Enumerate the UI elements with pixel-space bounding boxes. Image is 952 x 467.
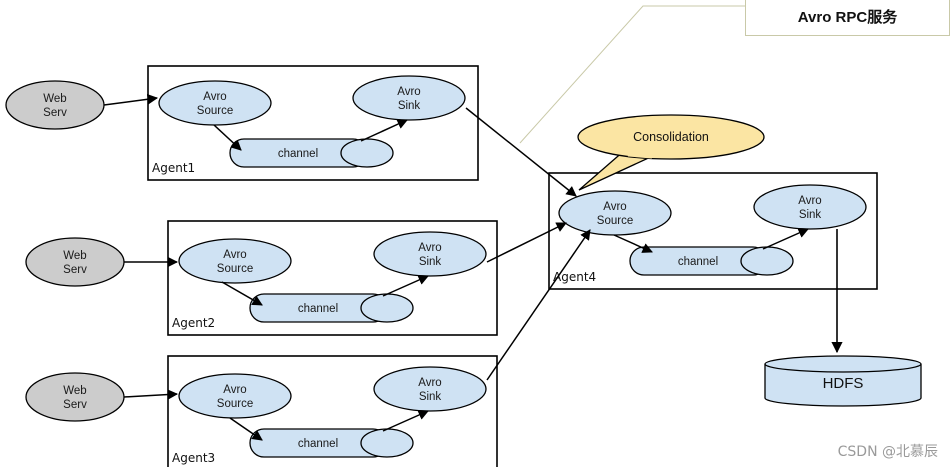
hdfs-storage xyxy=(764,355,922,407)
agent3-sink-line1: Avro xyxy=(418,377,441,389)
web-server-1-line2: Serv xyxy=(43,107,67,119)
agent1-channel-label: channel xyxy=(278,148,318,160)
agent2-sink-line2: Sink xyxy=(419,256,442,268)
web-server-1-node xyxy=(5,80,105,130)
agent3-label: Agent3 xyxy=(172,451,215,465)
agent1-source-line2: Source xyxy=(197,105,233,117)
agent2-source-line1: Avro xyxy=(223,249,246,261)
agent2-sink-node xyxy=(373,231,487,277)
web-server-2-line2: Serv xyxy=(63,264,87,276)
agent4-sink-line2: Sink xyxy=(799,209,822,221)
agent1-source-line1: Avro xyxy=(203,91,226,103)
web-server-3-line1: Web xyxy=(63,385,86,397)
agent1-label: Agent1 xyxy=(152,161,195,175)
agent4-source-line1: Avro xyxy=(603,201,626,213)
agent1-sink-node xyxy=(352,75,466,121)
agent4-source-line2: Source xyxy=(597,215,633,227)
avro-rpc-service-box: Avro RPC服务 xyxy=(745,0,950,36)
agent1-group: Agent1 Web Serv Avro Source Avro Sink ch… xyxy=(5,65,479,181)
agent1-sink-line2: Sink xyxy=(398,100,421,112)
agent3-channel xyxy=(249,428,414,458)
arrow-source3-to-channel3 xyxy=(229,417,263,441)
arrow-source1-to-channel1 xyxy=(213,124,242,151)
web-server-3-line2: Serv xyxy=(63,399,87,411)
agent4-sink-node xyxy=(753,184,867,230)
agent1-source-node xyxy=(158,80,272,126)
arrow-source4-to-channel4 xyxy=(613,234,653,253)
arrow-channel1-to-sink1 xyxy=(360,119,408,142)
agent2-source-line2: Source xyxy=(217,263,253,275)
rpc-callout-leader xyxy=(519,5,745,144)
arrow-source2-to-channel2 xyxy=(221,281,263,306)
arrow-web1-to-source1 xyxy=(103,94,159,106)
agent4-group: Agent4 Avro Source Avro Sink channel xyxy=(548,172,878,290)
web-server-2-node xyxy=(25,237,125,287)
hdfs-label: HDFS xyxy=(823,375,864,392)
arrow-sink1-to-source4 xyxy=(465,107,577,197)
agent4-source-node xyxy=(558,190,672,236)
agent3-source-line1: Avro xyxy=(223,384,246,396)
web-server-3-node xyxy=(25,372,125,422)
agent4-label: Agent4 xyxy=(553,270,596,284)
web-server-2-line1: Web xyxy=(63,250,86,262)
avro-rpc-service-label: Avro RPC服务 xyxy=(797,9,898,26)
consolidation-callout xyxy=(577,114,765,191)
agent3-channel-label: channel xyxy=(298,438,338,450)
arrow-sink3-to-source4 xyxy=(486,229,591,381)
agent1-sink-line1: Avro xyxy=(397,86,420,98)
agent4-channel xyxy=(629,246,794,276)
agent2-channel-label: channel xyxy=(298,303,338,315)
agent3-sink-node xyxy=(373,366,487,412)
agent2-channel xyxy=(249,293,414,323)
agent1-channel xyxy=(229,138,394,168)
agent2-label: Agent2 xyxy=(172,316,215,330)
web-server-1-line1: Web xyxy=(43,93,66,105)
arrow-channel2-to-sink2 xyxy=(382,275,429,297)
agent3-group: Agent3 Web Serv Avro Source Avro Sink ch… xyxy=(25,355,498,467)
agent3-source-node xyxy=(178,373,292,419)
watermark: CSDN @北慕辰 xyxy=(837,444,938,460)
arrow-channel4-to-sink4 xyxy=(762,228,809,250)
arrow-web3-to-source3 xyxy=(123,389,179,400)
consolidation-label: Consolidation xyxy=(633,130,709,144)
arrow-channel3-to-sink3 xyxy=(382,410,429,432)
agent2-group: Agent2 Web Serv Avro Source Avro Sink ch… xyxy=(25,220,498,336)
agent4-channel-label: channel xyxy=(678,256,718,268)
agent2-source-node xyxy=(178,238,292,284)
agent2-sink-line1: Avro xyxy=(418,242,441,254)
arrow-sink2-to-source4 xyxy=(486,222,567,263)
agent4-sink-line1: Avro xyxy=(798,195,821,207)
agent3-source-line2: Source xyxy=(217,398,253,410)
agent3-sink-line2: Sink xyxy=(419,391,442,403)
